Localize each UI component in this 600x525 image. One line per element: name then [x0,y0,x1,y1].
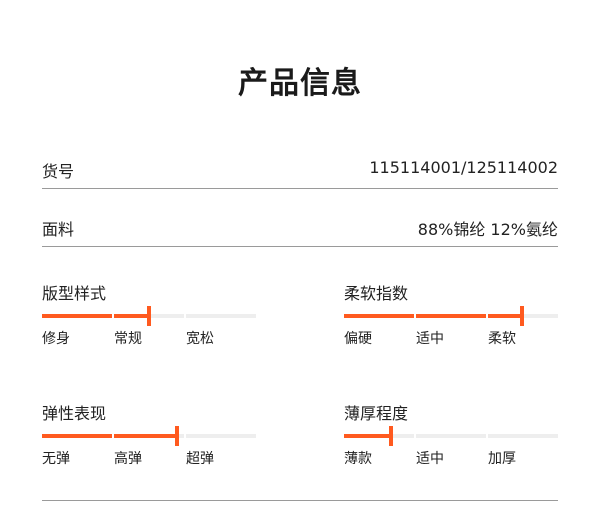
scale-option: 适中 [416,331,444,347]
scale-segment [42,314,112,318]
attribute-title: 柔软指数 [344,284,409,303]
scale-option: 宽松 [186,331,214,347]
attribute-title: 弹性表现 [42,404,107,423]
scale-option: 薄款 [344,451,372,467]
scale-segment [114,434,184,438]
scale-option: 修身 [42,331,70,347]
scale-segment [42,434,112,438]
scale-option: 高弹 [114,451,142,467]
scale-segment [344,314,414,318]
scale-marker [520,306,524,326]
scale-marker [175,426,179,446]
scale-segment [344,434,414,438]
sku-label: 货号 [42,162,75,181]
scale-option: 常规 [114,331,142,347]
attribute-elasticity: 弹性表现 无弹 高弹 超弹 [42,400,256,480]
scale-segment [488,434,558,438]
scale-option: 无弹 [42,451,70,467]
info-row-sku: 货号 115114001/125114002 [42,158,558,189]
fabric-label: 面料 [42,220,75,239]
attribute-fit: 版型样式 修身 常规 宽松 [42,280,256,360]
attribute-title: 版型样式 [42,284,107,303]
sku-value: 115114001/125114002 [369,158,558,177]
attribute-thickness: 薄厚程度 薄款 适中 加厚 [344,400,558,480]
attribute-softness: 柔软指数 偏硬 适中 柔软 [344,280,558,360]
scale-marker [389,426,393,446]
attribute-scale [344,426,558,446]
scale-option: 柔软 [488,331,516,347]
scale-option: 超弹 [186,451,214,467]
scale-option: 适中 [416,451,444,467]
scale-option: 偏硬 [344,331,372,347]
scale-segment [416,314,486,318]
scale-segment [416,434,486,438]
scale-marker [147,306,151,326]
page-title: 产品信息 [238,66,362,101]
attribute-scale [42,306,256,326]
scale-segment [186,434,256,438]
scale-segment [186,314,256,318]
fabric-value: 88%锦纶 12%氨纶 [417,220,558,239]
attribute-scale [344,306,558,326]
scale-option: 加厚 [488,451,516,467]
attribute-scale [42,426,256,446]
attribute-title: 薄厚程度 [344,404,409,423]
bottom-divider [42,500,558,501]
info-row-fabric: 面料 88%锦纶 12%氨纶 [42,216,558,247]
